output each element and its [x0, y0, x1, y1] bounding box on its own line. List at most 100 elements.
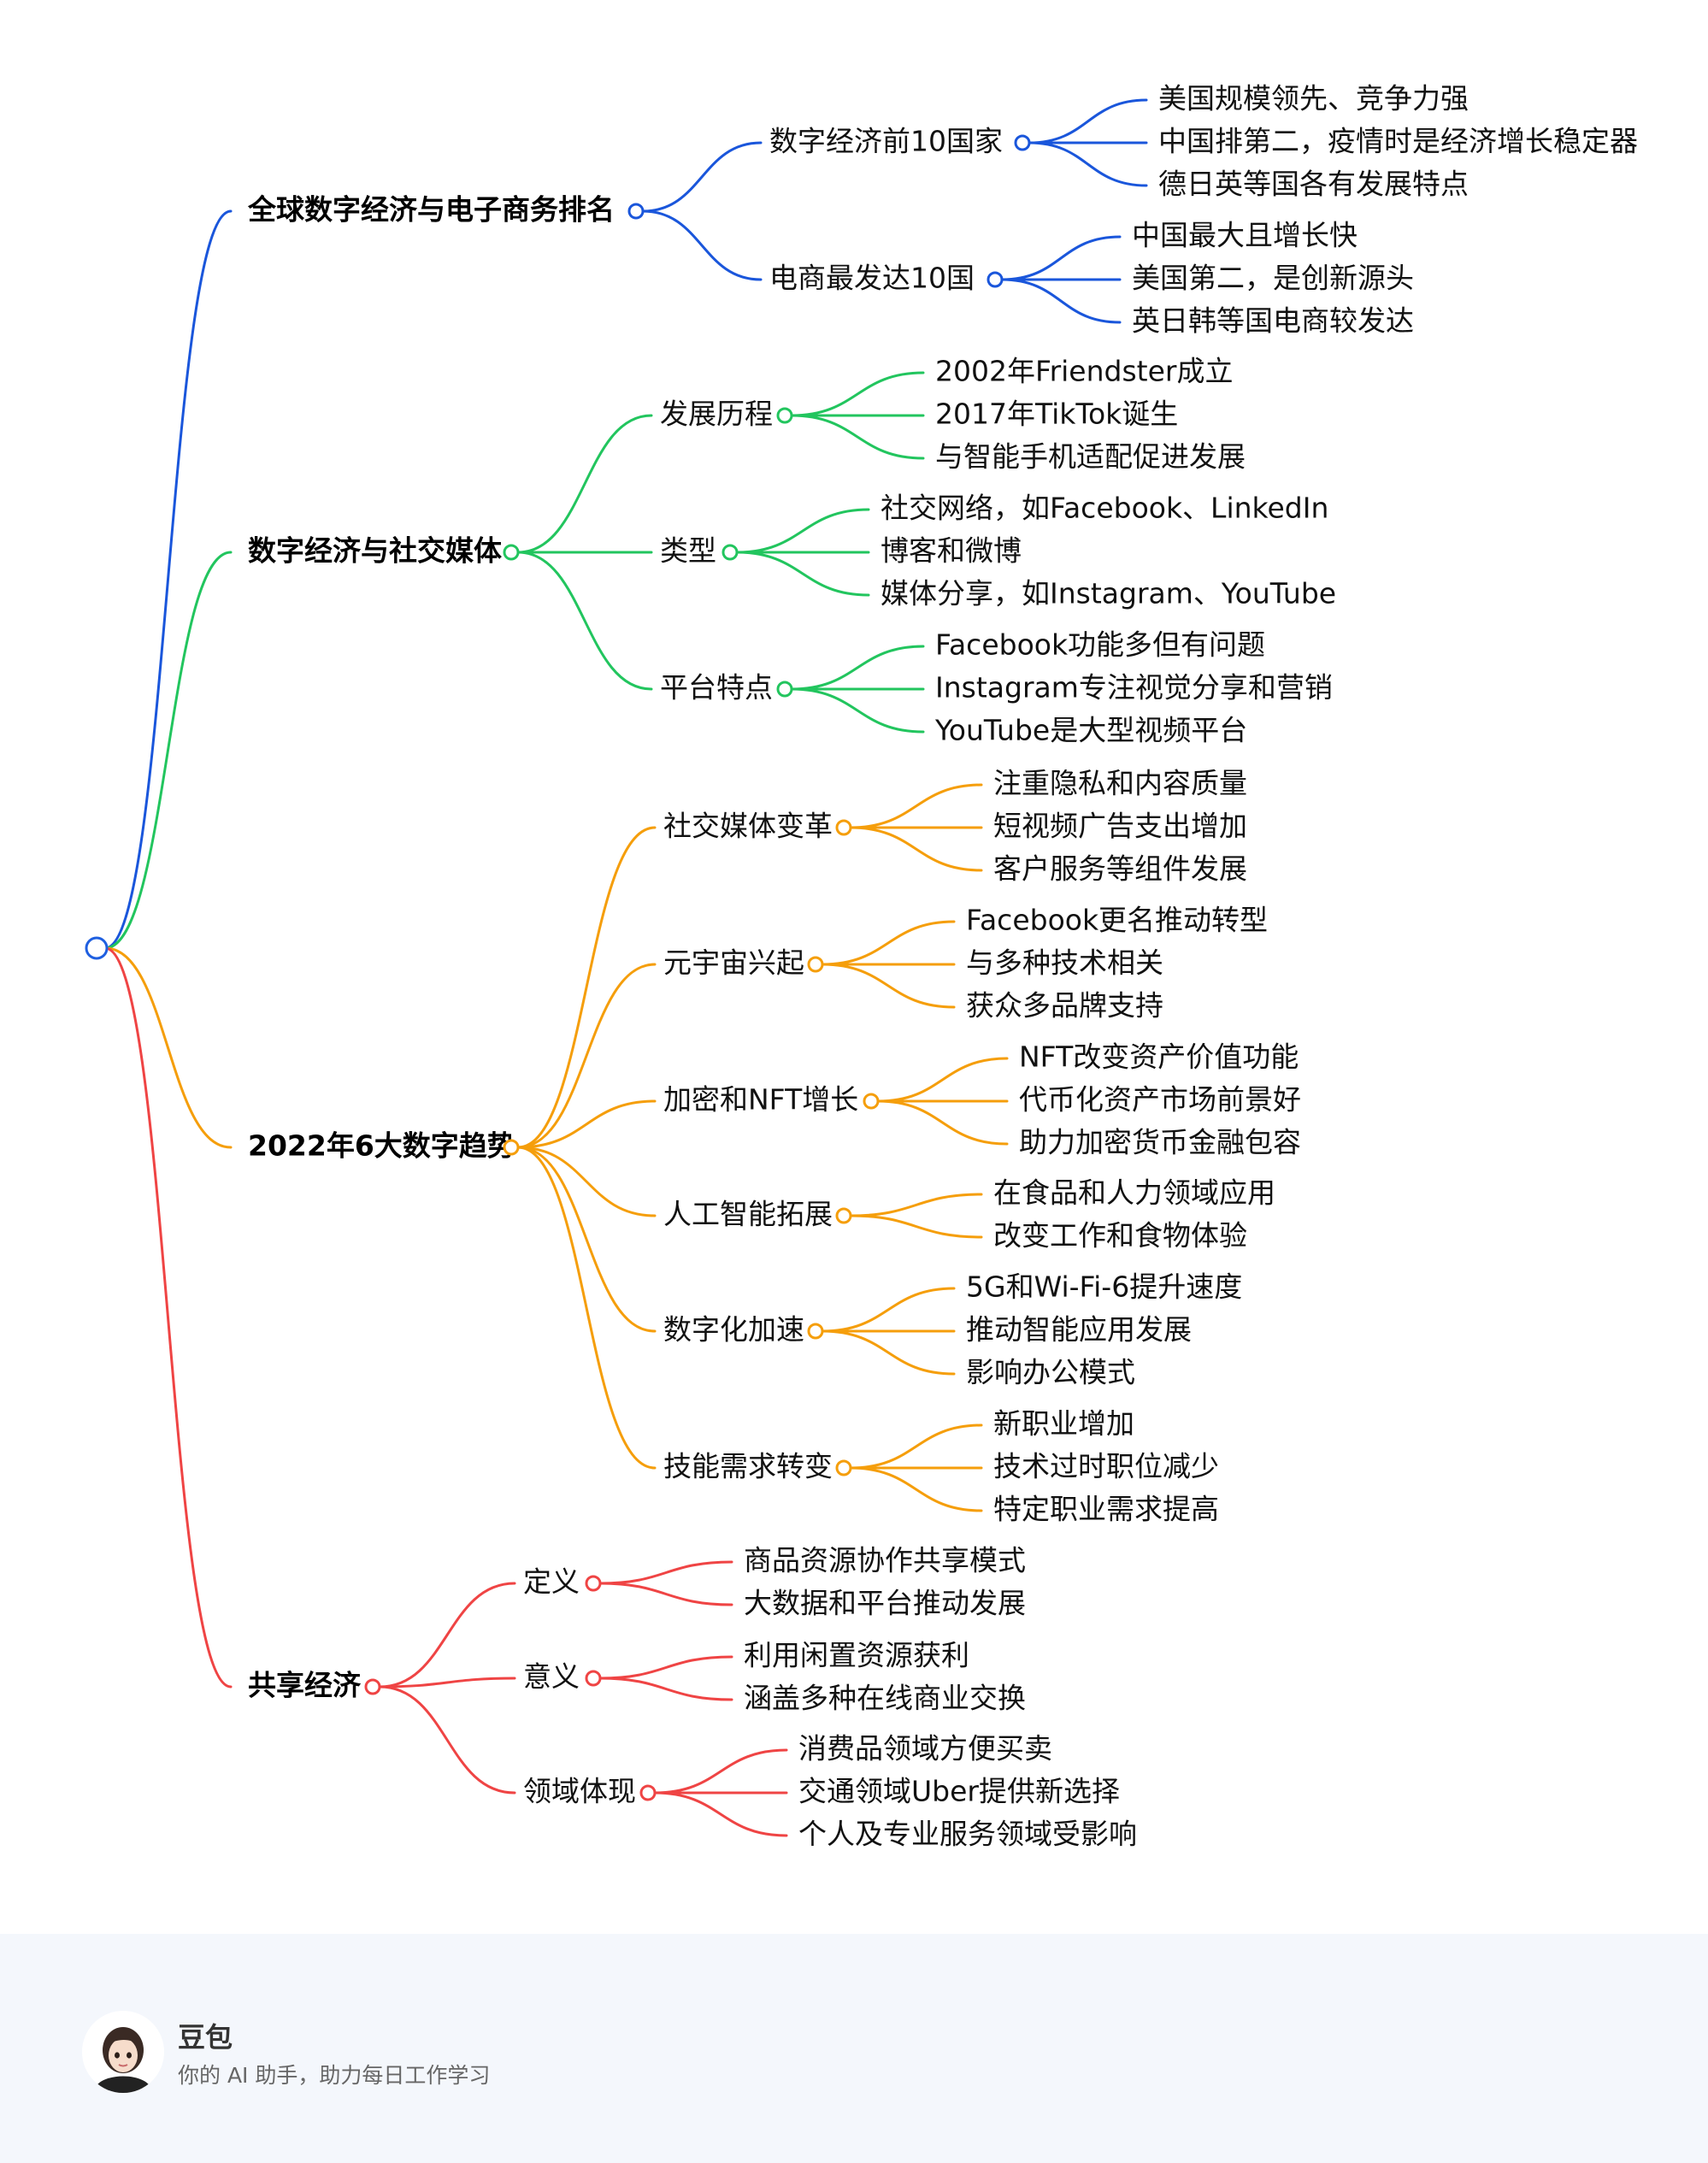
- edge-topic-to-leaf: [849, 1466, 983, 1512]
- edge-topic-to-leaf: [849, 1193, 983, 1217]
- leaf-label: 新职业增加: [993, 1407, 1134, 1441]
- edge-topic-to-leaf: [653, 1791, 788, 1837]
- topic-label: 加密和NFT增长: [663, 1083, 858, 1117]
- edge-branch-to-topic: [516, 1146, 657, 1470]
- branch-label: 全球数字经济与电子商务排名: [247, 193, 615, 227]
- topic-node-dot[interactable]: [639, 1784, 657, 1801]
- edge-topic-to-leaf: [849, 826, 983, 872]
- topic-node-dot[interactable]: [835, 1207, 852, 1224]
- leaf-label: 消费品领域方便买卖: [798, 1732, 1052, 1765]
- topic-node-dot[interactable]: [721, 544, 739, 561]
- edge-branch-to-topic: [641, 141, 763, 213]
- leaf-label: 德日英等国各有发展特点: [1158, 168, 1469, 201]
- topic-label: 电商最发达10国: [769, 262, 975, 295]
- edge-topic-to-leaf: [1000, 235, 1122, 281]
- edge-branch-to-topic: [516, 1146, 657, 1333]
- edge-topic-to-leaf: [598, 1582, 733, 1606]
- leaf-label: 中国排第二，疫情时是经济增长稳定器: [1158, 125, 1638, 158]
- topic-node-dot[interactable]: [585, 1670, 602, 1687]
- leaf-label: Facebook功能多但有问题: [935, 628, 1265, 662]
- topic-node-dot[interactable]: [585, 1575, 602, 1592]
- branch-node-dot[interactable]: [503, 544, 520, 561]
- edge-root-to-branch: [103, 551, 233, 950]
- footer: 豆包 你的 AI 助手，助力每日工作学习: [0, 1934, 1708, 2163]
- leaf-label: 美国第二，是创新源头: [1132, 262, 1414, 295]
- leaf-label: 与多种技术相关: [966, 946, 1163, 980]
- edge-topic-to-leaf: [821, 1329, 956, 1376]
- leaf-label: 涵盖多种在线商业交换: [744, 1682, 1026, 1715]
- leaf-label: 与智能手机适配促进发展: [935, 440, 1246, 474]
- edge-topic-to-leaf: [790, 414, 925, 460]
- leaf-label: 改变工作和食物体验: [993, 1219, 1247, 1252]
- leaf-label: 短视频广告支出增加: [993, 810, 1247, 843]
- footer-title: 豆包: [178, 2021, 233, 2054]
- leaf-label: 客户服务等组件发展: [993, 852, 1247, 886]
- leaf-label: 中国最大且增长快: [1132, 219, 1358, 252]
- leaf-label: 大数据和平台推动发展: [744, 1587, 1026, 1620]
- leaf-label: 商品资源协作共享模式: [744, 1544, 1026, 1577]
- branch-label: 共享经济: [248, 1669, 362, 1702]
- topic-label: 元宇宙兴起: [663, 946, 804, 980]
- edge-topic-to-leaf: [790, 371, 925, 417]
- topic-label: 发展历程: [660, 398, 773, 431]
- edge-topic-to-leaf: [735, 508, 870, 554]
- edge-root-to-branch: [103, 209, 233, 950]
- leaf-label: 交通领域Uber提供新选择: [798, 1775, 1120, 1808]
- leaf-label: 注重隐私和内容质量: [993, 767, 1247, 800]
- edge-branch-to-topic: [516, 551, 653, 691]
- edge-topic-to-leaf: [849, 1214, 983, 1239]
- leaf-label: 2017年TikTok诞生: [935, 398, 1178, 431]
- edge-topic-to-leaf: [821, 1287, 956, 1333]
- edge-branch-to-topic: [378, 1582, 516, 1689]
- leaf-label: 影响办公模式: [966, 1356, 1135, 1389]
- branch-node-dot[interactable]: [503, 1139, 520, 1156]
- leaf-label: 技术过时职位减少: [993, 1450, 1219, 1483]
- topic-node-dot[interactable]: [987, 271, 1004, 288]
- leaf-label: NFT改变资产价值功能: [1019, 1040, 1299, 1074]
- edge-topic-to-leaf: [1000, 278, 1122, 324]
- leaf-label: 英日韩等国电商较发达: [1132, 304, 1414, 338]
- leaf-label: 在食品和人力领域应用: [993, 1176, 1275, 1210]
- edge-branch-to-topic: [641, 209, 763, 281]
- mindmap-canvas: 全球数字经济与电子商务排名 数字经济前10国家 美国规模领先、竞争力强中国排第二，疫…: [85, 82, 1638, 1851]
- topic-label: 数字经济前10国家: [769, 125, 1003, 158]
- branch-node-dot[interactable]: [627, 203, 645, 220]
- topic-label: 类型: [660, 534, 716, 568]
- leaf-label: 媒体分享，如Instagram、YouTube: [881, 577, 1336, 610]
- topic-label: 意义: [523, 1660, 580, 1694]
- topic-label: 领域体现: [523, 1775, 636, 1808]
- topic-node-dot[interactable]: [835, 1459, 852, 1476]
- topic-node-dot[interactable]: [776, 681, 793, 698]
- edge-topic-to-leaf: [598, 1677, 733, 1701]
- branch-node-dot[interactable]: [364, 1678, 381, 1695]
- topic-node-dot[interactable]: [835, 819, 852, 836]
- topic-label: 定义: [523, 1565, 580, 1599]
- edge-topic-to-leaf: [790, 687, 925, 734]
- topic-node-dot[interactable]: [807, 956, 824, 973]
- edge-topic-to-leaf: [821, 963, 956, 1009]
- leaf-label: 美国规模领先、竞争力强: [1158, 82, 1469, 115]
- topic-node-dot[interactable]: [863, 1093, 880, 1110]
- edge-topic-to-leaf: [849, 1423, 983, 1470]
- mindmap-nodes: 全球数字经济与电子商务排名 数字经济前10国家 美国规模领先、竞争力强中国排第二，疫…: [85, 82, 1638, 1851]
- topic-label: 数字化加速: [663, 1313, 804, 1347]
- leaf-label: 2002年Friendster成立: [935, 355, 1233, 388]
- topic-label: 技能需求转变: [663, 1450, 833, 1483]
- topic-node-dot[interactable]: [807, 1323, 824, 1340]
- edge-topic-to-leaf: [1028, 141, 1148, 187]
- edge-root-to-branch: [103, 946, 233, 1149]
- edge-topic-to-leaf: [1028, 98, 1148, 144]
- edge-root-to-branch: [103, 946, 233, 1689]
- leaf-label: Facebook更名推动转型: [966, 904, 1268, 937]
- topic-label: 人工智能拓展: [663, 1198, 833, 1231]
- root-node-dot[interactable]: [85, 936, 109, 960]
- leaf-label: 推动智能应用发展: [966, 1313, 1192, 1347]
- topic-node-dot[interactable]: [776, 407, 793, 424]
- leaf-label: 5G和Wi-Fi-6提升速度: [966, 1270, 1242, 1304]
- topic-node-dot[interactable]: [1014, 134, 1031, 151]
- leaf-label: 特定职业需求提高: [993, 1493, 1219, 1526]
- edge-branch-to-topic: [516, 826, 657, 1149]
- mindmap-edges: [103, 98, 1148, 1837]
- avatar: [82, 2011, 164, 2093]
- leaf-label: 助力加密货币金融包容: [1019, 1126, 1301, 1159]
